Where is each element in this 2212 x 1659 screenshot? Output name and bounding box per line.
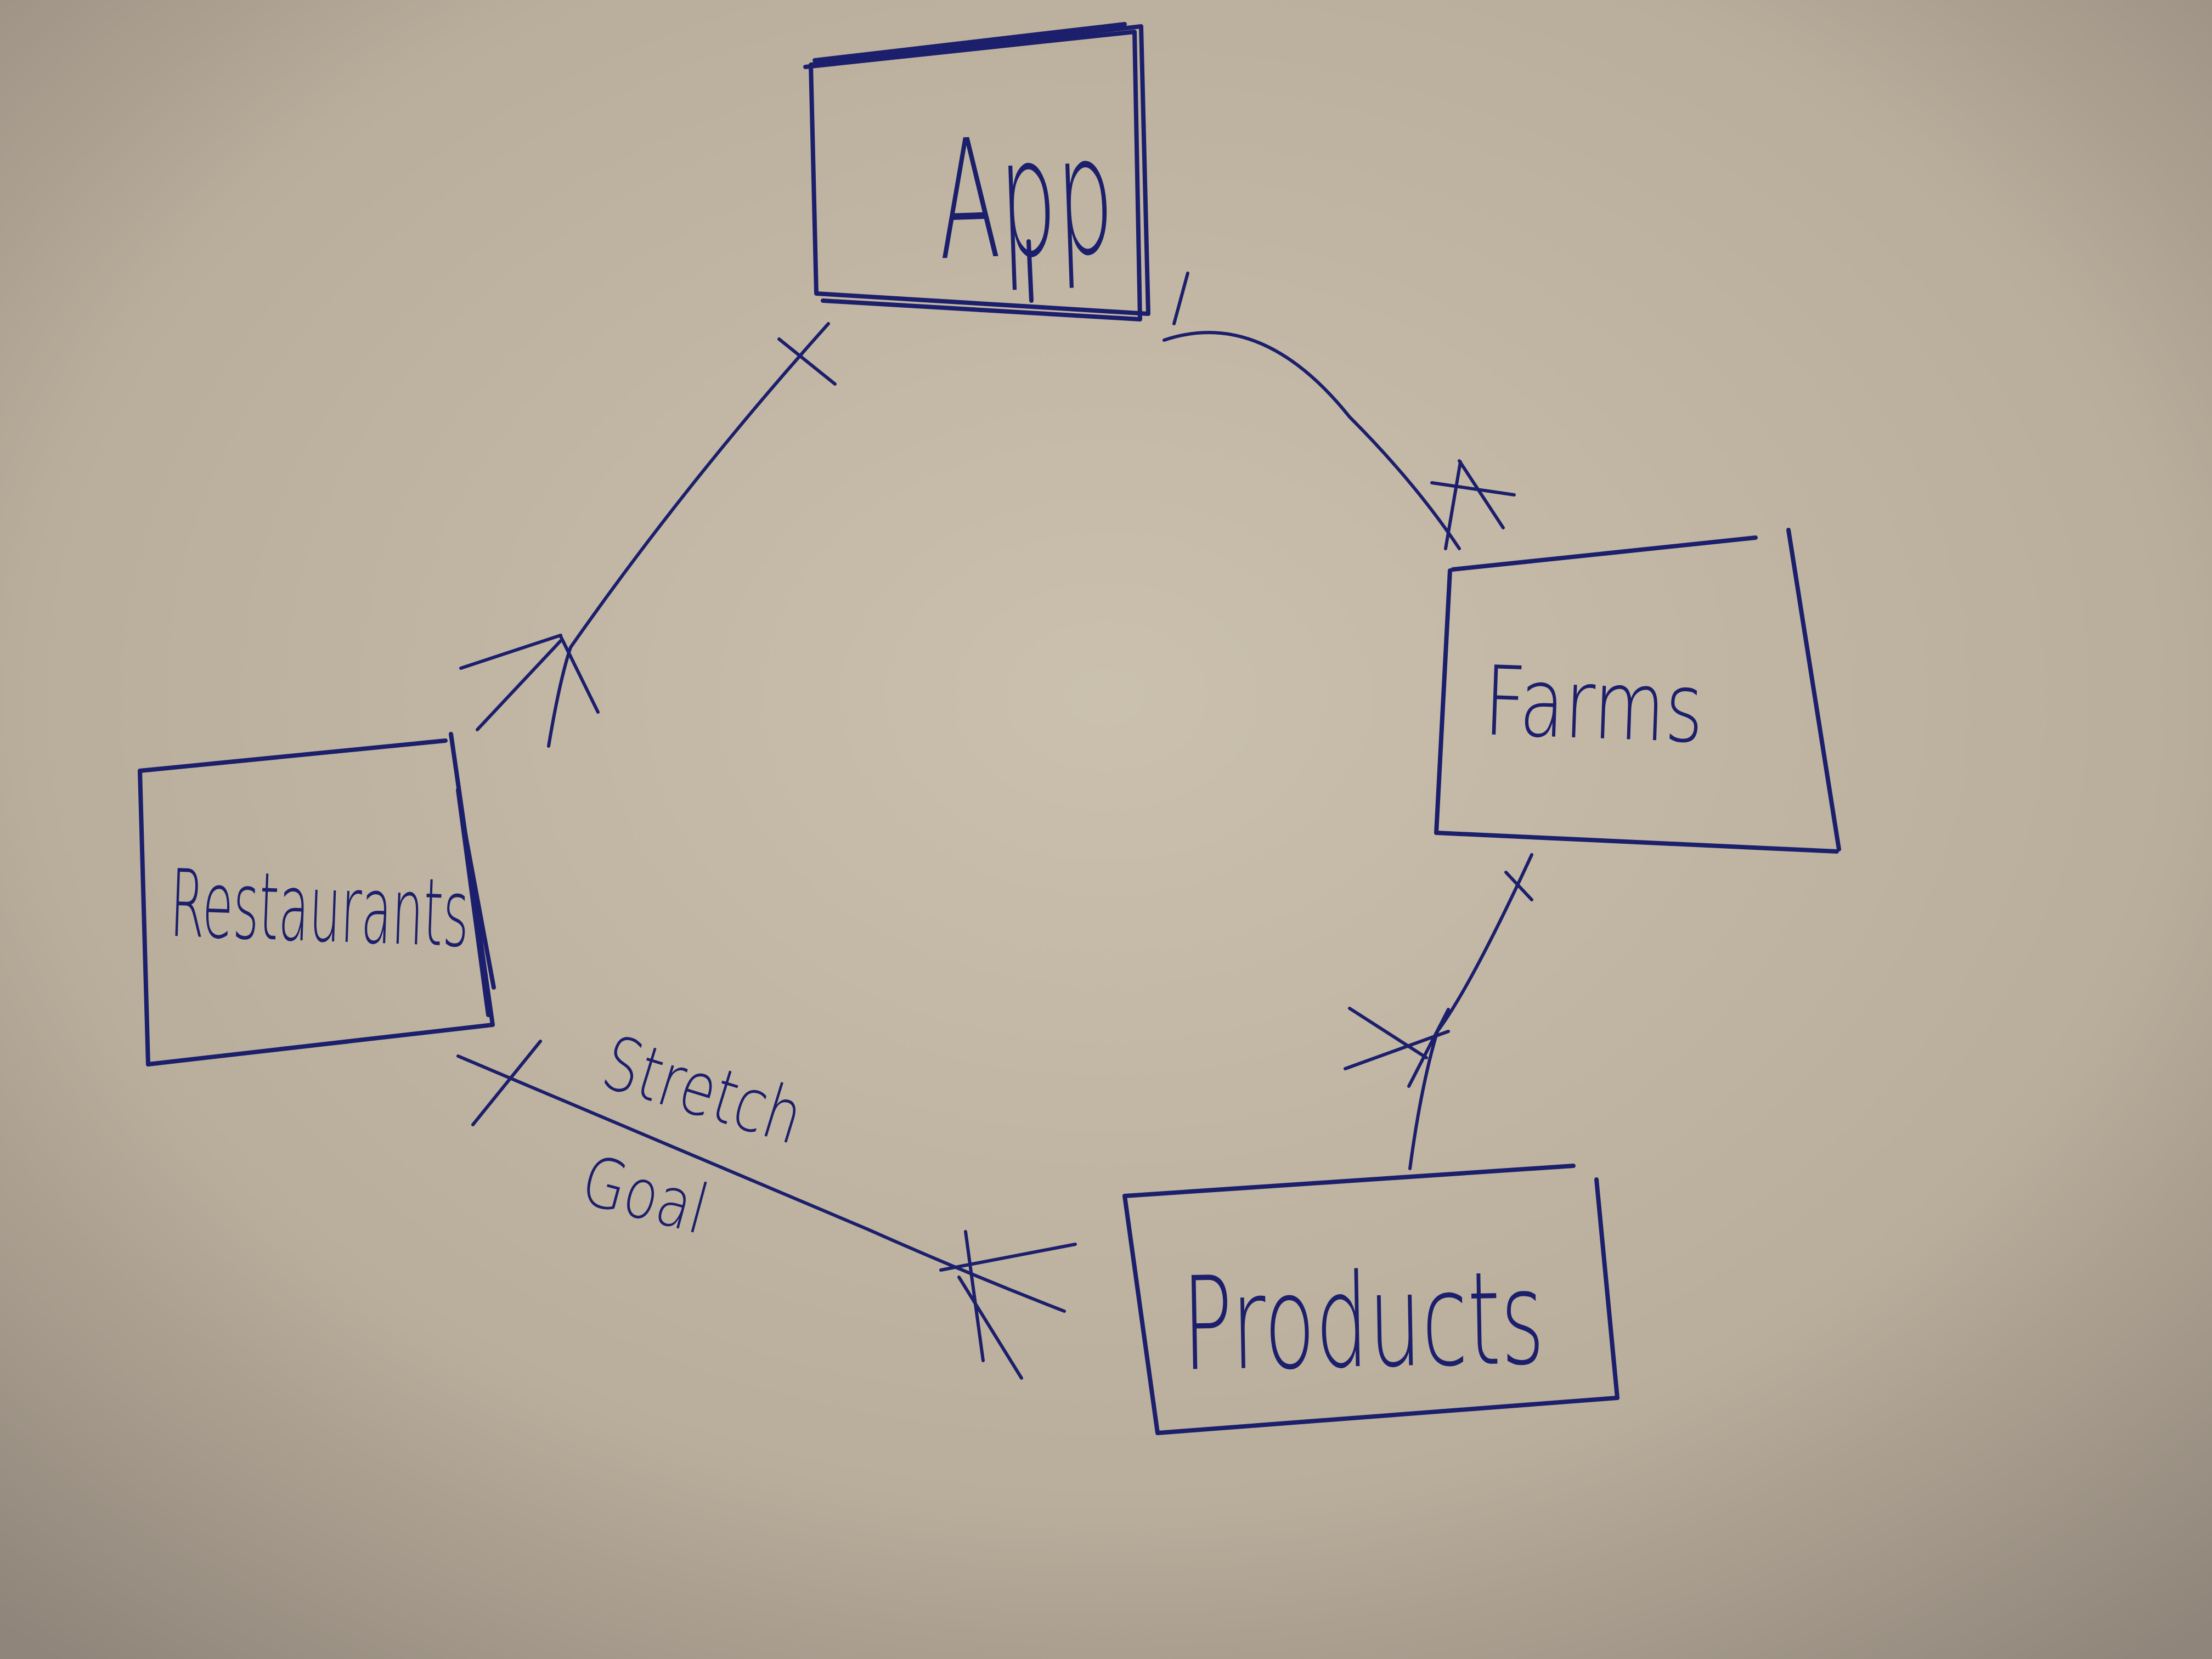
entity-label-products: Products — [1181, 1244, 1545, 1400]
relationship-line-restaurants-products — [456, 1040, 1077, 1380]
cardinality-many-mark-restaurants — [459, 634, 600, 731]
cardinality-one-mark-farms — [1504, 871, 1533, 901]
entity-label-restaurants: Restaurants — [168, 850, 471, 969]
entity-box-farms — [1434, 528, 1841, 854]
entity-box-app — [803, 22, 1150, 321]
entity-box-restaurants — [138, 732, 496, 1066]
cardinality-one-mark-app-farms — [1172, 272, 1189, 325]
relationship-line-app-farms — [1163, 272, 1516, 550]
cardinality-one-mark-app — [777, 337, 837, 386]
entity-box-products — [1122, 1164, 1620, 1435]
cardinality-one-mark-restaurants — [471, 1040, 542, 1126]
cardinality-many-mark-products-2 — [939, 1230, 1077, 1380]
relationship-line-app-restaurants — [459, 322, 837, 748]
entity-label-app: App — [934, 100, 1116, 297]
cardinality-many-mark-products — [1344, 1007, 1450, 1088]
relationship-line-farms-products — [1344, 853, 1533, 1170]
entity-label-farms: Farms — [1482, 646, 1706, 765]
cardinality-many-mark-farms — [1430, 459, 1516, 550]
